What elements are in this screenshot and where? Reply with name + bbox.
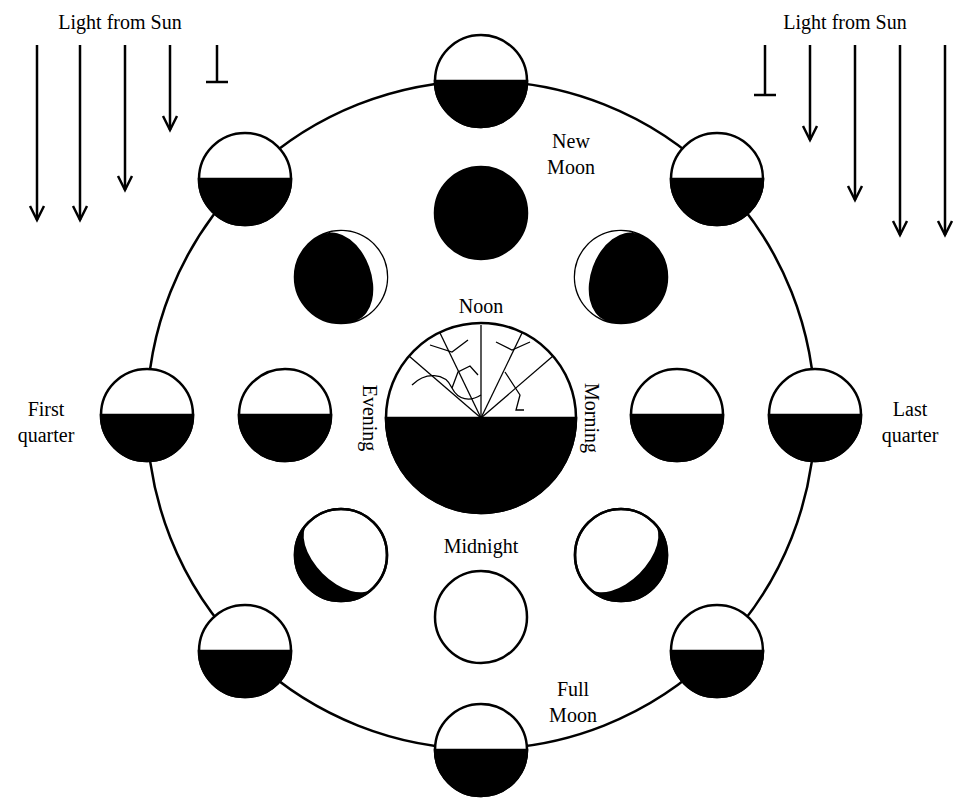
label: Midnight <box>444 533 518 559</box>
label: Light from Sun <box>783 9 906 35</box>
label: Light from Sun <box>58 9 181 35</box>
label: Noon <box>459 293 503 319</box>
orbit-circle <box>147 81 815 749</box>
label: Full Moon <box>541 676 605 728</box>
label: First quarter <box>9 396 83 448</box>
label: Morning <box>579 383 605 453</box>
label: Evening <box>357 385 383 452</box>
label: Last quarter <box>873 396 947 448</box>
inner-moons <box>239 167 723 663</box>
label: New Moon <box>539 128 603 180</box>
outer-moons <box>101 35 861 796</box>
earth <box>386 323 576 513</box>
